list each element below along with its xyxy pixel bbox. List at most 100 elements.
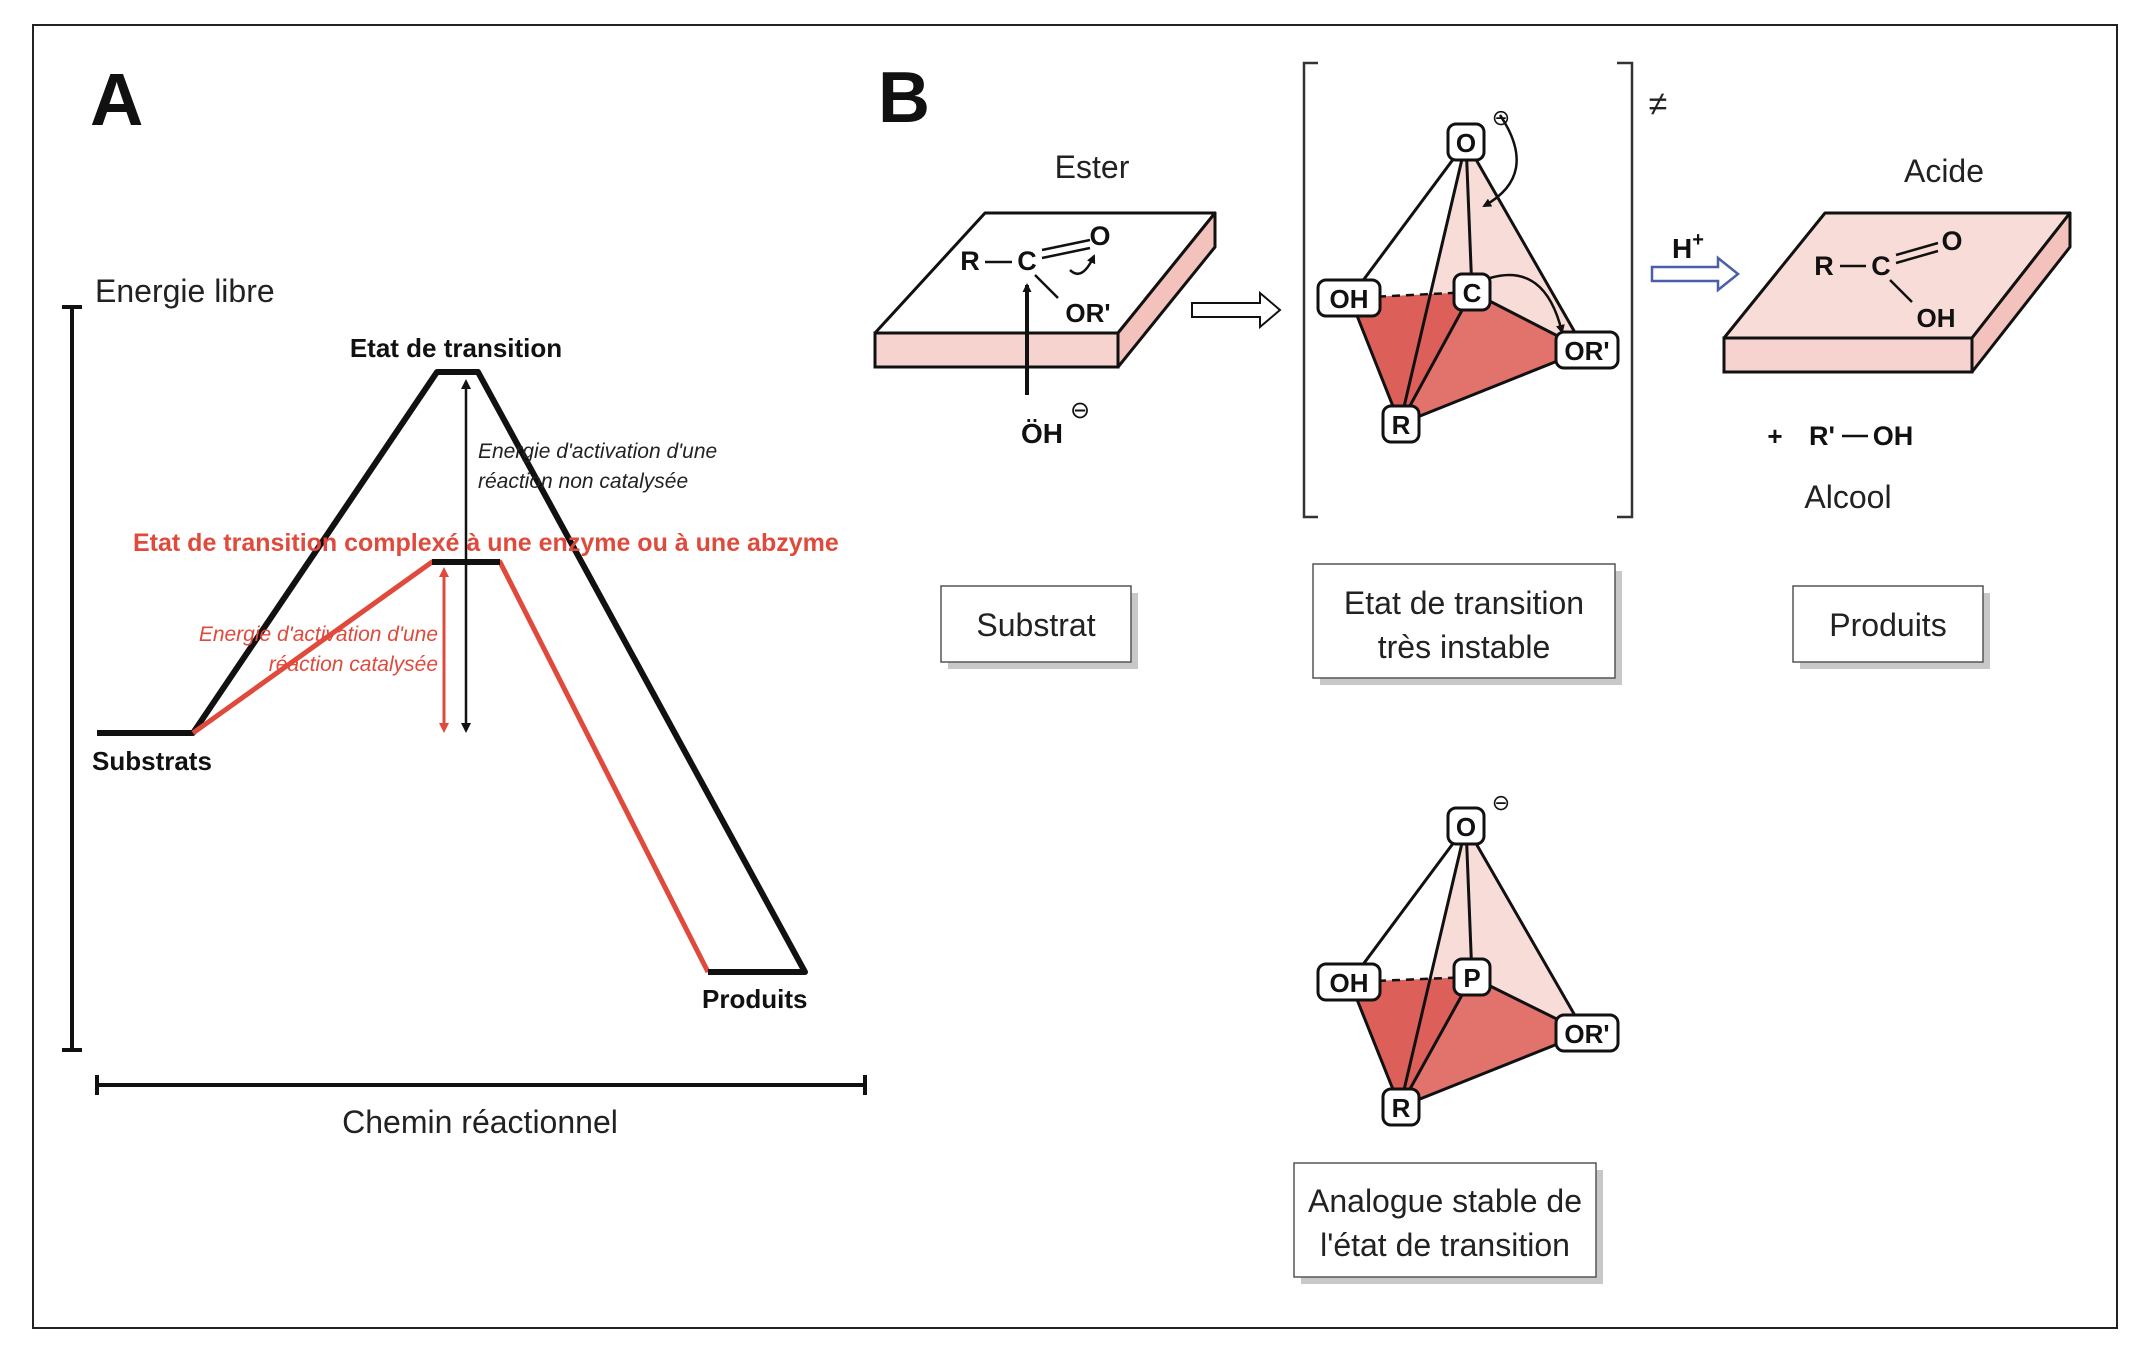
an-atom-P-box [1452, 957, 1492, 997]
catalysed-ea-label-line2: réaction catalysée [269, 653, 438, 676]
ts-atom-R: R [1392, 410, 1411, 440]
ts-edge-O-R [1398, 141, 1468, 425]
reaction-arrow-1 [1191, 290, 1282, 330]
ts-edge-R-OR [1399, 348, 1586, 426]
analogue-box [1293, 1162, 1597, 1278]
ts-atom-O-charge: ⊖ [1492, 105, 1510, 130]
products-box-label: Produits [1829, 607, 1946, 643]
analogue-box-line1: Analogue stable de [1308, 1183, 1582, 1219]
ts-curved-arrow-2 [1489, 273, 1565, 334]
x-axis-label: Chemin réactionnel [342, 1104, 618, 1140]
analogue-structure: O ⊖ OH P OR' R [1316, 790, 1620, 1127]
an-atom-OH: OH [1330, 968, 1369, 998]
substrate-box-label: Substrat [976, 607, 1095, 643]
ts-box-line2: très instable [1378, 629, 1551, 665]
acid-O: O [1941, 226, 1962, 256]
hydroxide-charge: ⊖ [1070, 397, 1090, 424]
an-edge-O-OH [1348, 825, 1468, 983]
ester-C: C [1017, 246, 1037, 276]
acid-title: Acide [1904, 153, 1984, 189]
ts-atom-C-box [1452, 272, 1492, 312]
acid-C: C [1871, 251, 1891, 281]
ester-slab-front [873, 331, 1120, 369]
ts-atom-R-box [1381, 404, 1421, 444]
ts-atom-C: C [1463, 278, 1482, 308]
products-box [1792, 585, 1984, 663]
an-edge-O-R [1398, 825, 1468, 1108]
an-atom-R: R [1392, 1093, 1411, 1123]
ts-atom-OH: OH [1330, 284, 1369, 314]
ester-slab: Ester R C O OR' ÖH ⊖ [873, 149, 1217, 449]
ts-edge-OH-R [1348, 297, 1402, 425]
ester-slab-side [1116, 211, 1217, 369]
an-edge-O-OR [1464, 825, 1587, 1034]
panel-a-letter: A [90, 58, 143, 141]
substrate-box [940, 585, 1132, 663]
ester-O: O [1089, 221, 1110, 251]
acid-OH: OH [1917, 303, 1956, 333]
alcohol-title: Alcool [1804, 479, 1891, 515]
substrates-label: Substrats [92, 746, 212, 776]
ts-face-bottom-left [1350, 292, 1472, 424]
ts-bracket-right [1617, 61, 1634, 519]
panel-a: A Energie libre Chemin réactionnel Etat … [62, 58, 867, 1140]
ts-edge-O-OH [1348, 141, 1468, 299]
h-plus-label: H+ [1672, 229, 1704, 264]
an-face-bottom-left [1350, 977, 1472, 1107]
ester-title: Ester [1055, 149, 1130, 185]
ts-bracket-left [1302, 61, 1318, 519]
ts-box [1312, 563, 1616, 679]
hydroxide-label: ÖH [1021, 418, 1063, 449]
an-edge-P-R [1398, 976, 1474, 1108]
acid-slab-side [1970, 211, 2072, 374]
ts-double-dagger: ≠ [1649, 85, 1668, 123]
ts-atom-OR-box [1554, 330, 1620, 370]
alcohol-plus: + [1767, 421, 1782, 451]
catalysed-ea-label-line1: Energie d'activation d'une [199, 623, 438, 646]
h-plus-sup: + [1692, 229, 1704, 251]
ester-bond-C-OR [1034, 274, 1059, 299]
an-atom-OH-box [1316, 962, 1382, 1002]
panel-b-letter: B [878, 58, 930, 138]
ts-atom-OH-box [1316, 278, 1382, 318]
an-edge-R-OR [1399, 1031, 1586, 1109]
reaction-arrow-2 [1650, 255, 1741, 293]
acid-double-bond-2 [1895, 249, 1939, 265]
uncatalysed-ea-label-line2: réaction non catalysée [478, 470, 688, 493]
ts-edge-C-R [1398, 291, 1474, 425]
y-axis-label: Energie libre [95, 273, 275, 309]
acid-bond-C-OH [1889, 279, 1913, 303]
ts-face-bottom-right [1400, 292, 1585, 424]
ester-curved-arrow [1069, 254, 1096, 275]
an-atom-R-box [1381, 1087, 1421, 1127]
ester-R: R [960, 246, 980, 276]
analogue-box-line2: l'état de transition [1320, 1227, 1570, 1263]
an-face-bottom-right [1400, 977, 1585, 1107]
an-atom-OR: OR' [1564, 1019, 1609, 1049]
an-edge-O-P [1464, 825, 1474, 978]
ts-atom-O: O [1456, 128, 1476, 158]
h-plus-H: H [1672, 233, 1692, 264]
ts-atom-OR: OR' [1564, 336, 1609, 366]
ester-double-bond-2 [1041, 246, 1091, 260]
uncatalysed-ea-label-line1: Energie d'activation d'une [478, 440, 717, 463]
products-label: Produits [702, 984, 807, 1014]
ts-box-line1: Etat de transition [1344, 585, 1584, 621]
alcohol-OH: OH [1873, 421, 1914, 451]
acid-R: R [1814, 251, 1834, 281]
an-atom-O-charge: ⊖ [1492, 790, 1510, 815]
an-atom-P: P [1463, 963, 1480, 993]
an-edge-OH-R [1348, 981, 1402, 1108]
ester-double-bond-1 [1041, 238, 1091, 252]
ts-atom-O-box [1446, 122, 1486, 162]
alcohol-R: R' [1809, 421, 1835, 451]
acid-slab: Acide R C O OH [1722, 153, 2072, 374]
ester-OR: OR' [1065, 298, 1110, 328]
acid-double-bond-1 [1895, 241, 1939, 257]
ts-edge-O-C [1464, 141, 1474, 293]
panel-b: B Ester R C O OR' ÖH ⊖ ≠ [873, 58, 2072, 1284]
an-atom-O: O [1456, 812, 1476, 842]
acid-slab-front [1722, 336, 1974, 374]
transition-state-structure: ≠ O ⊖ OH C OR' R [1302, 61, 1668, 519]
